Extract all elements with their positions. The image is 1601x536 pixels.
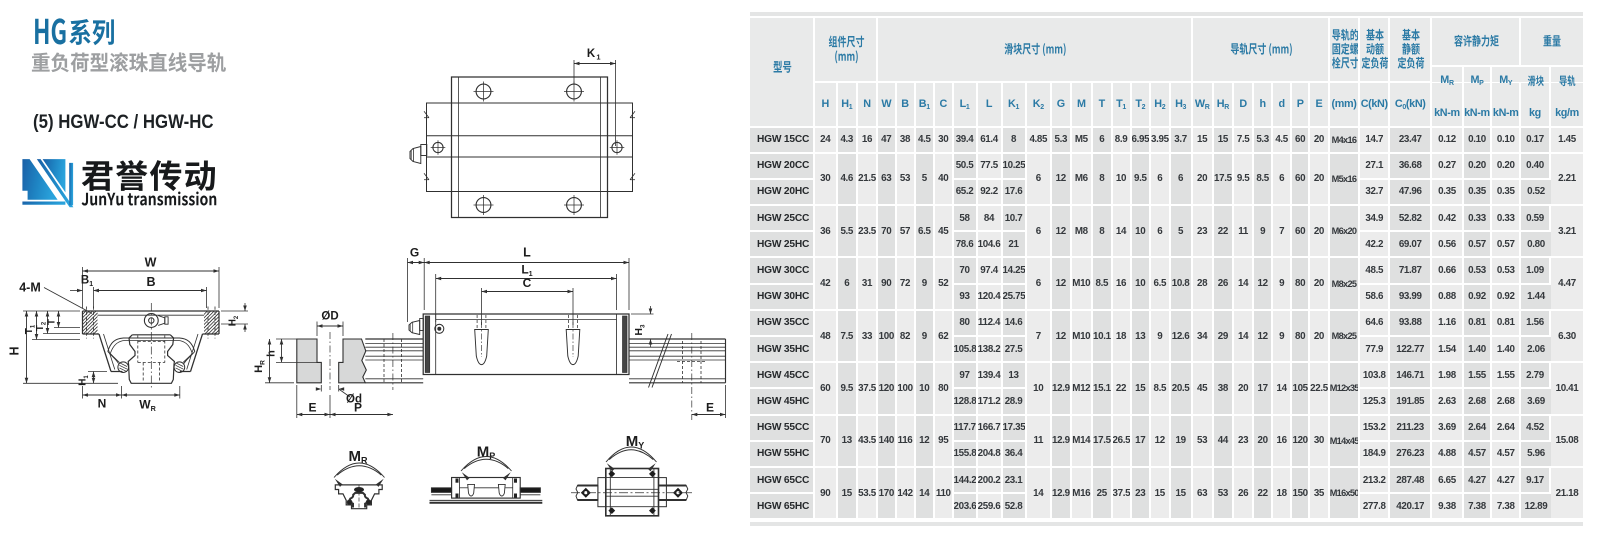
svg-text:h: h (266, 350, 278, 357)
svg-text:WR: WR (139, 398, 156, 413)
svg-text:G: G (410, 246, 419, 260)
svg-text:T: T (47, 319, 58, 325)
svg-text:Ød: Ød (346, 394, 362, 406)
svg-text:L: L (523, 246, 531, 260)
svg-text:1: 1 (596, 53, 600, 62)
svg-text:K: K (587, 48, 596, 60)
svg-text:H1: H1 (78, 375, 90, 386)
svg-text:4-M: 4-M (19, 281, 41, 295)
svg-text:B1: B1 (81, 275, 93, 288)
svg-text:H: H (8, 346, 22, 355)
svg-text:ØD: ØD (321, 311, 338, 323)
svg-text:T2: T2 (35, 321, 47, 331)
svg-text:B: B (146, 275, 155, 289)
svg-text:E: E (308, 401, 316, 415)
svg-text:N: N (98, 397, 107, 411)
svg-text:T1: T1 (24, 324, 36, 334)
svg-text:MP: MP (477, 444, 496, 461)
svg-text:E: E (706, 401, 714, 415)
svg-text:L1: L1 (521, 263, 532, 278)
svg-text:H3: H3 (633, 324, 646, 336)
svg-text:P: P (354, 401, 362, 415)
svg-text:H2: H2 (228, 315, 240, 326)
svg-text:W: W (145, 256, 157, 270)
svg-text:C: C (523, 276, 532, 290)
svg-text:HR: HR (253, 360, 266, 373)
